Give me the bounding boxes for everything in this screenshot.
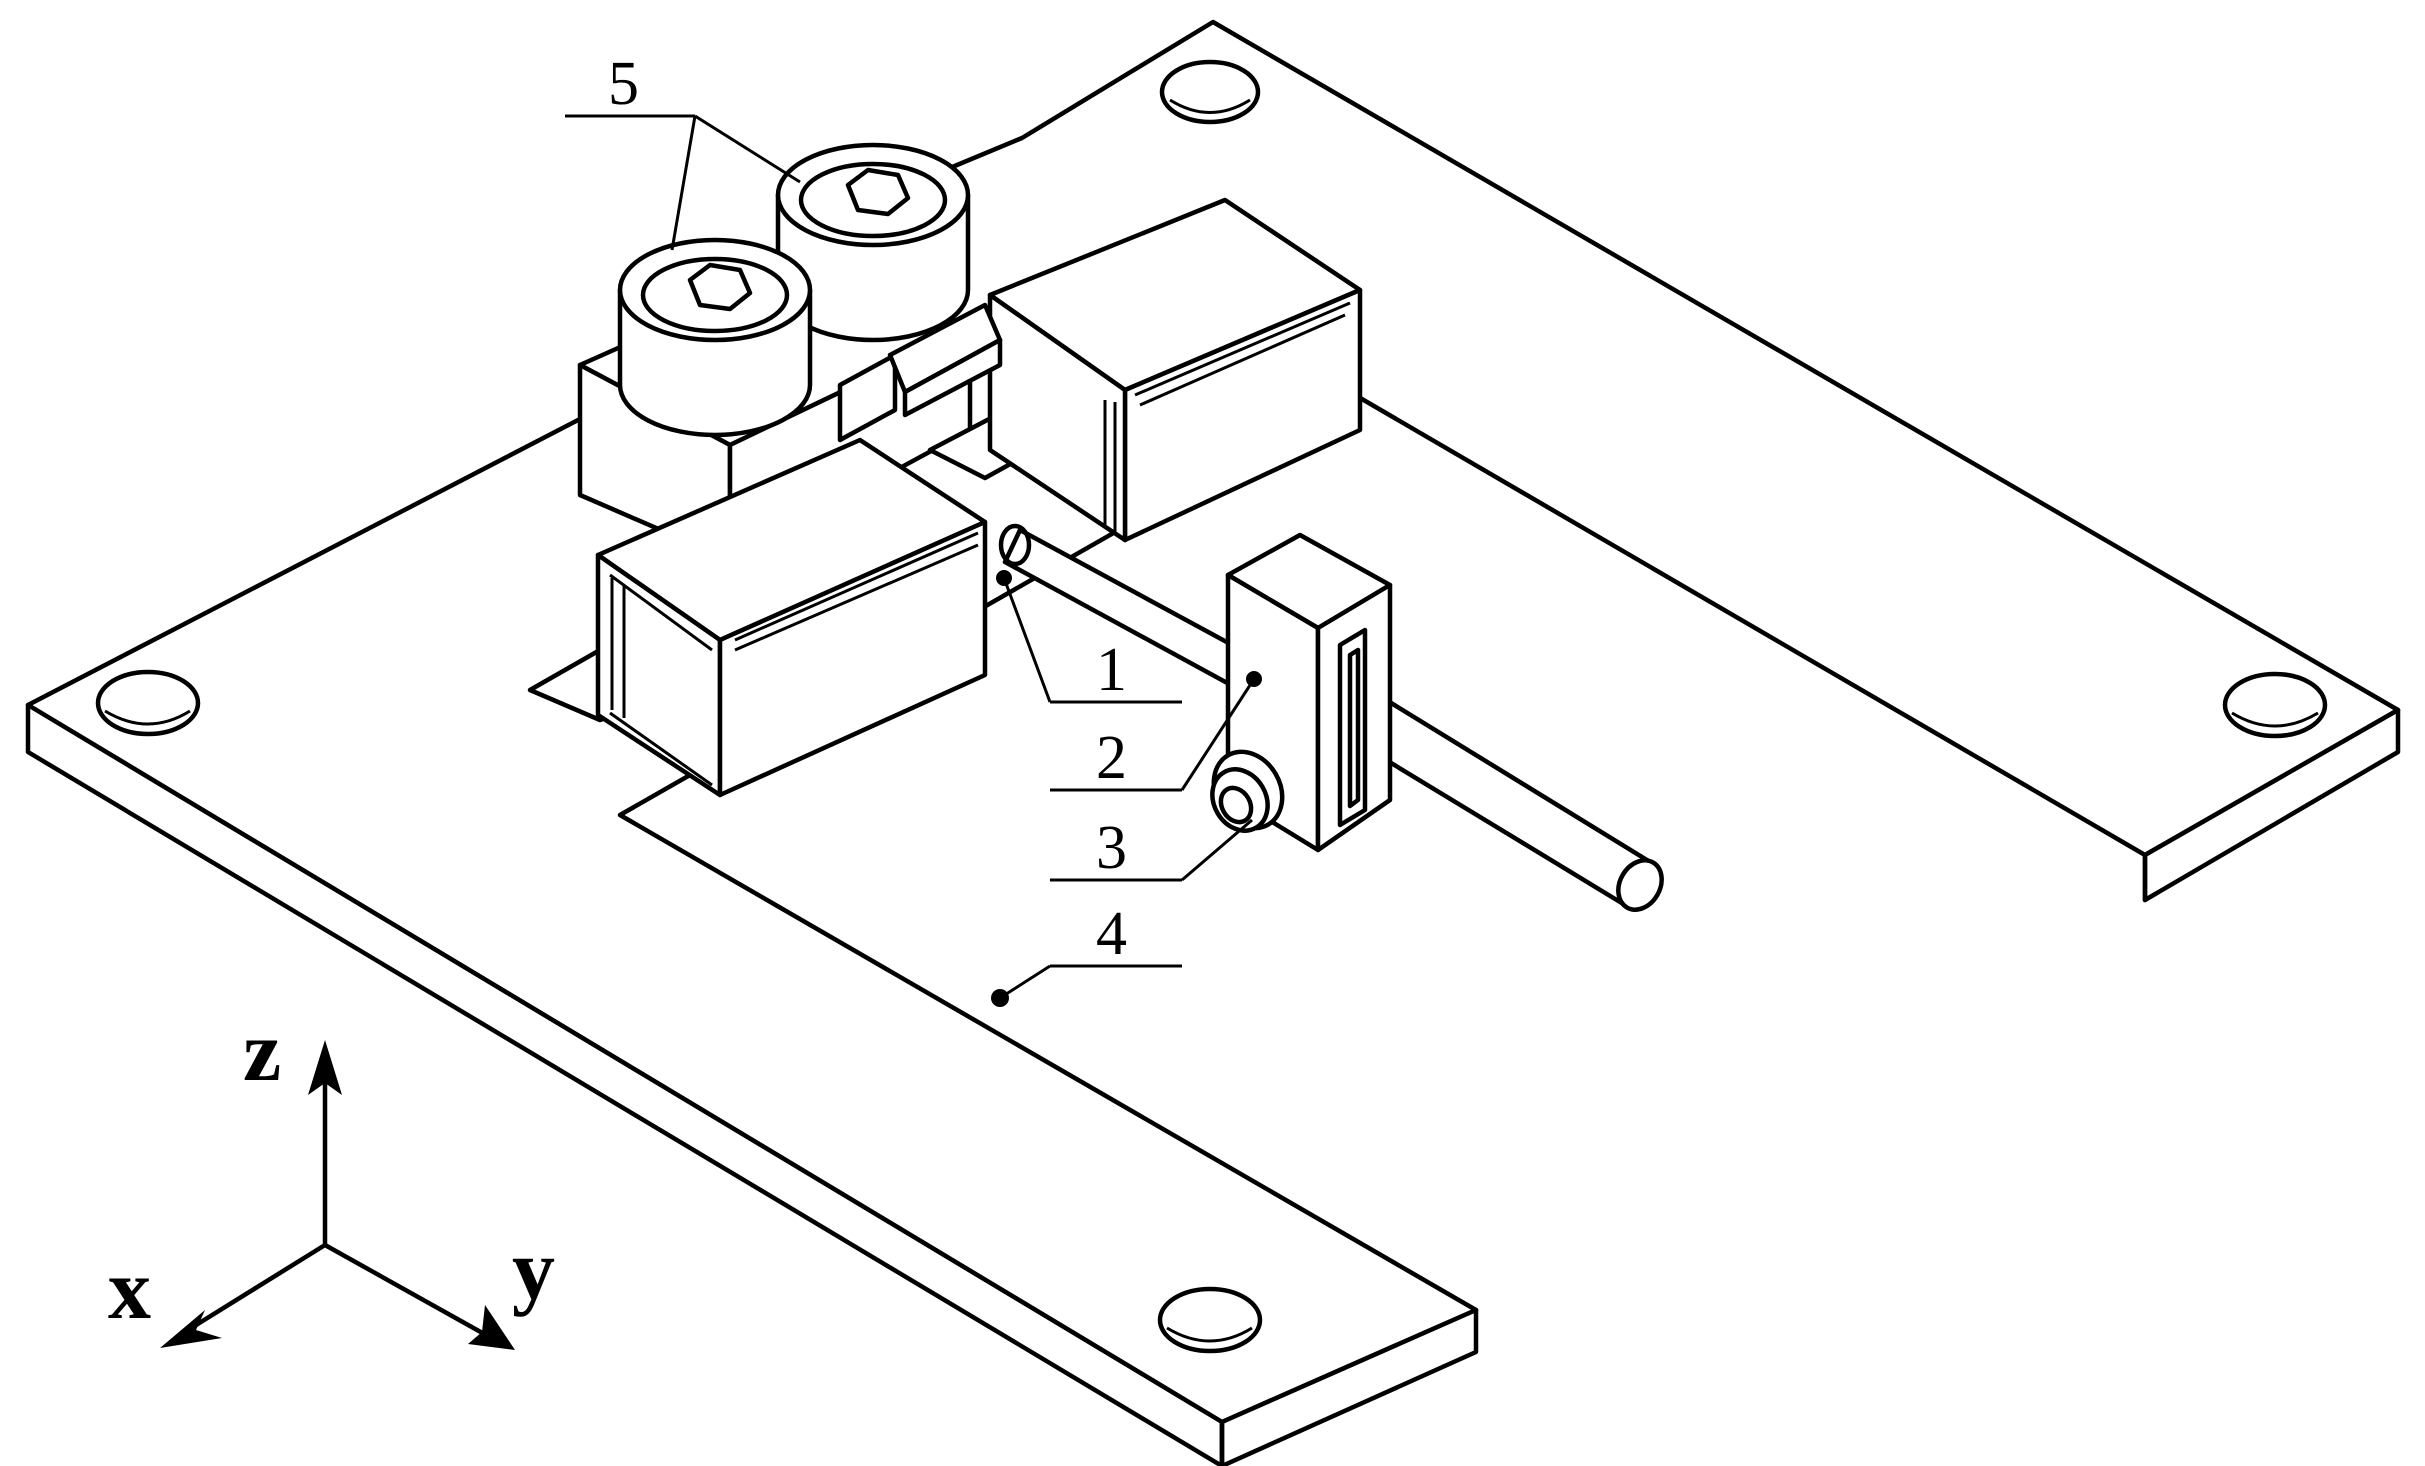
callout-4: 4 xyxy=(991,900,1182,1007)
cap-screw-rear xyxy=(775,142,971,343)
callout-5: 5 xyxy=(565,50,801,251)
cap-screw-front xyxy=(617,237,813,438)
x-axis-arrow xyxy=(160,1310,222,1348)
callout-2: 2 xyxy=(1050,671,1262,792)
coordinate-axes: z x y xyxy=(108,1003,555,1350)
callout-1: 1 xyxy=(996,570,1182,704)
mounting-hole-bottom xyxy=(1157,1286,1263,1354)
hex-socket-front xyxy=(687,262,753,312)
guide-rod-outer xyxy=(1342,687,1664,912)
y-axis-label: y xyxy=(512,1221,555,1317)
mounting-hole-left xyxy=(95,669,201,737)
callout-label-2: 2 xyxy=(1096,724,1127,792)
base-plate xyxy=(25,19,2401,1466)
callout-label-1: 1 xyxy=(1096,636,1127,704)
hex-socket-rear xyxy=(845,167,911,217)
support-block-slot-inner xyxy=(1347,647,1361,809)
y-axis xyxy=(322,1242,498,1343)
callout-3: 3 xyxy=(1050,814,1253,882)
support-block xyxy=(1225,532,1393,853)
z-axis-label: z xyxy=(243,1003,281,1099)
callout-label-3: 3 xyxy=(1096,814,1127,882)
x-axis-label: x xyxy=(108,1241,151,1337)
x-axis xyxy=(177,1242,328,1338)
jaw-block-rear xyxy=(887,197,1363,543)
mounting-hole-right xyxy=(2222,671,2328,739)
base-plate-side-left xyxy=(25,702,1225,1466)
mounting-hole-top xyxy=(1159,59,1261,125)
z-axis-arrow xyxy=(308,1040,342,1095)
callout-label-4: 4 xyxy=(1096,900,1127,968)
y-axis-arrow xyxy=(468,1305,515,1350)
jaw-block-front xyxy=(595,437,988,798)
callout-label-5: 5 xyxy=(608,50,639,118)
set-screw xyxy=(1210,749,1285,833)
